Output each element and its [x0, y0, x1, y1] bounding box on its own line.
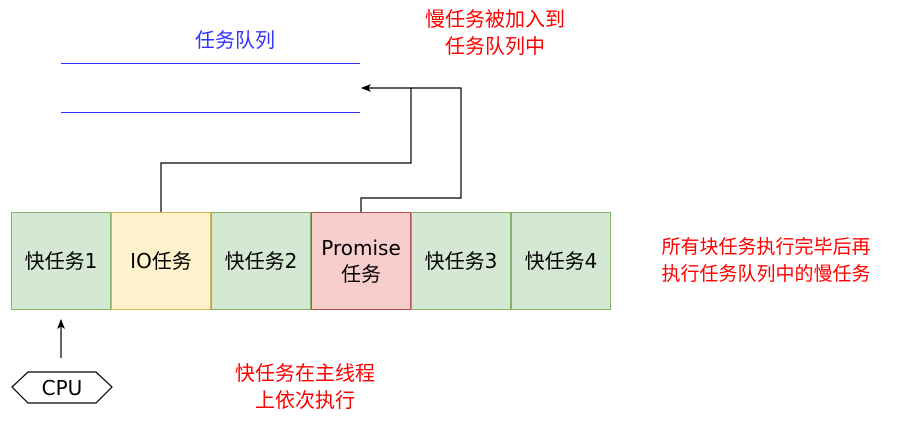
task-promise-label: Promise 任务: [321, 236, 401, 286]
task-queue-top-line: [61, 63, 360, 64]
task-queue-bottom-line: [61, 112, 360, 113]
task-promise: Promise 任务: [311, 212, 411, 310]
promise-task-to-queue-arrow: [360, 87, 462, 212]
task-fast-2: 快任务2: [211, 212, 311, 310]
task-fast-2-label: 快任务2: [224, 249, 298, 273]
task-fast-3: 快任务3: [411, 212, 511, 310]
cpu-hexagon: [11, 371, 113, 404]
slow-task-added-note-line-1: 慢任务被加入到: [425, 7, 565, 31]
task-queue-title: 任务队列: [195, 28, 275, 52]
cpu-label: CPU: [41, 376, 83, 400]
after-all-note-line-2: 执行任务队列中的慢任务: [661, 263, 871, 285]
main-thread-note-line-1: 快任务在主线程: [235, 361, 375, 385]
task-fast-1: 快任务1: [11, 212, 111, 310]
task-io-label: IO任务: [130, 249, 192, 273]
task-fast-4: 快任务4: [511, 212, 611, 310]
main-thread-note: 快任务在主线程 上依次执行: [205, 360, 405, 414]
task-fast-4-label: 快任务4: [524, 249, 598, 273]
task-io: IO任务: [111, 212, 211, 310]
after-all-note-line-1: 所有块任务执行完毕后再: [661, 236, 871, 258]
after-all-note: 所有块任务执行完毕后再 执行任务队列中的慢任务: [622, 234, 910, 288]
task-fast-3-label: 快任务3: [424, 249, 498, 273]
task-fast-1-label: 快任务1: [24, 249, 98, 273]
slow-task-added-note-line-2: 任务队列中: [445, 34, 545, 58]
slow-task-added-note: 慢任务被加入到 任务队列中: [395, 6, 595, 60]
main-thread-note-line-2: 上依次执行: [255, 388, 355, 412]
io-task-to-queue-arrow: [160, 84, 412, 212]
